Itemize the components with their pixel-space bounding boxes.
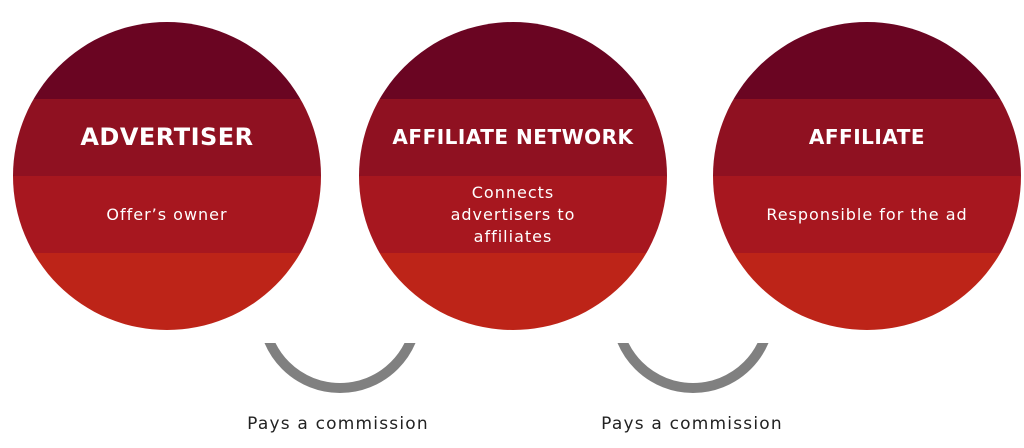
connector-arc xyxy=(264,343,416,393)
advertiser-node: ADVERTISER Offer’s owner xyxy=(13,22,321,330)
band xyxy=(359,253,667,330)
band xyxy=(359,99,667,176)
node-title: ADVERTISER xyxy=(80,123,254,151)
affiliate-network-node: AFFILIATE NETWORK Connects advertisers t… xyxy=(359,22,667,330)
band xyxy=(713,176,1021,253)
band xyxy=(13,22,321,99)
band xyxy=(359,22,667,99)
band xyxy=(359,176,667,253)
band xyxy=(13,99,321,176)
band xyxy=(13,176,321,253)
band xyxy=(713,22,1021,99)
band xyxy=(13,253,321,330)
node-description: Offer’s owner xyxy=(106,204,228,224)
node-title: AFFILIATE xyxy=(808,125,926,149)
connector-arc xyxy=(617,343,769,393)
affiliate-node: AFFILIATE Responsible for the ad xyxy=(713,22,1021,330)
connector-label: Pays a commission xyxy=(247,414,429,434)
node-description: Responsible for the ad xyxy=(766,204,968,224)
band xyxy=(713,99,1021,176)
band xyxy=(713,253,1021,330)
connector-label: Pays a commission xyxy=(601,414,783,434)
node-title: AFFILIATE NETWORK xyxy=(392,125,634,149)
node-description: Connects advertisers to affiliates xyxy=(450,182,576,246)
